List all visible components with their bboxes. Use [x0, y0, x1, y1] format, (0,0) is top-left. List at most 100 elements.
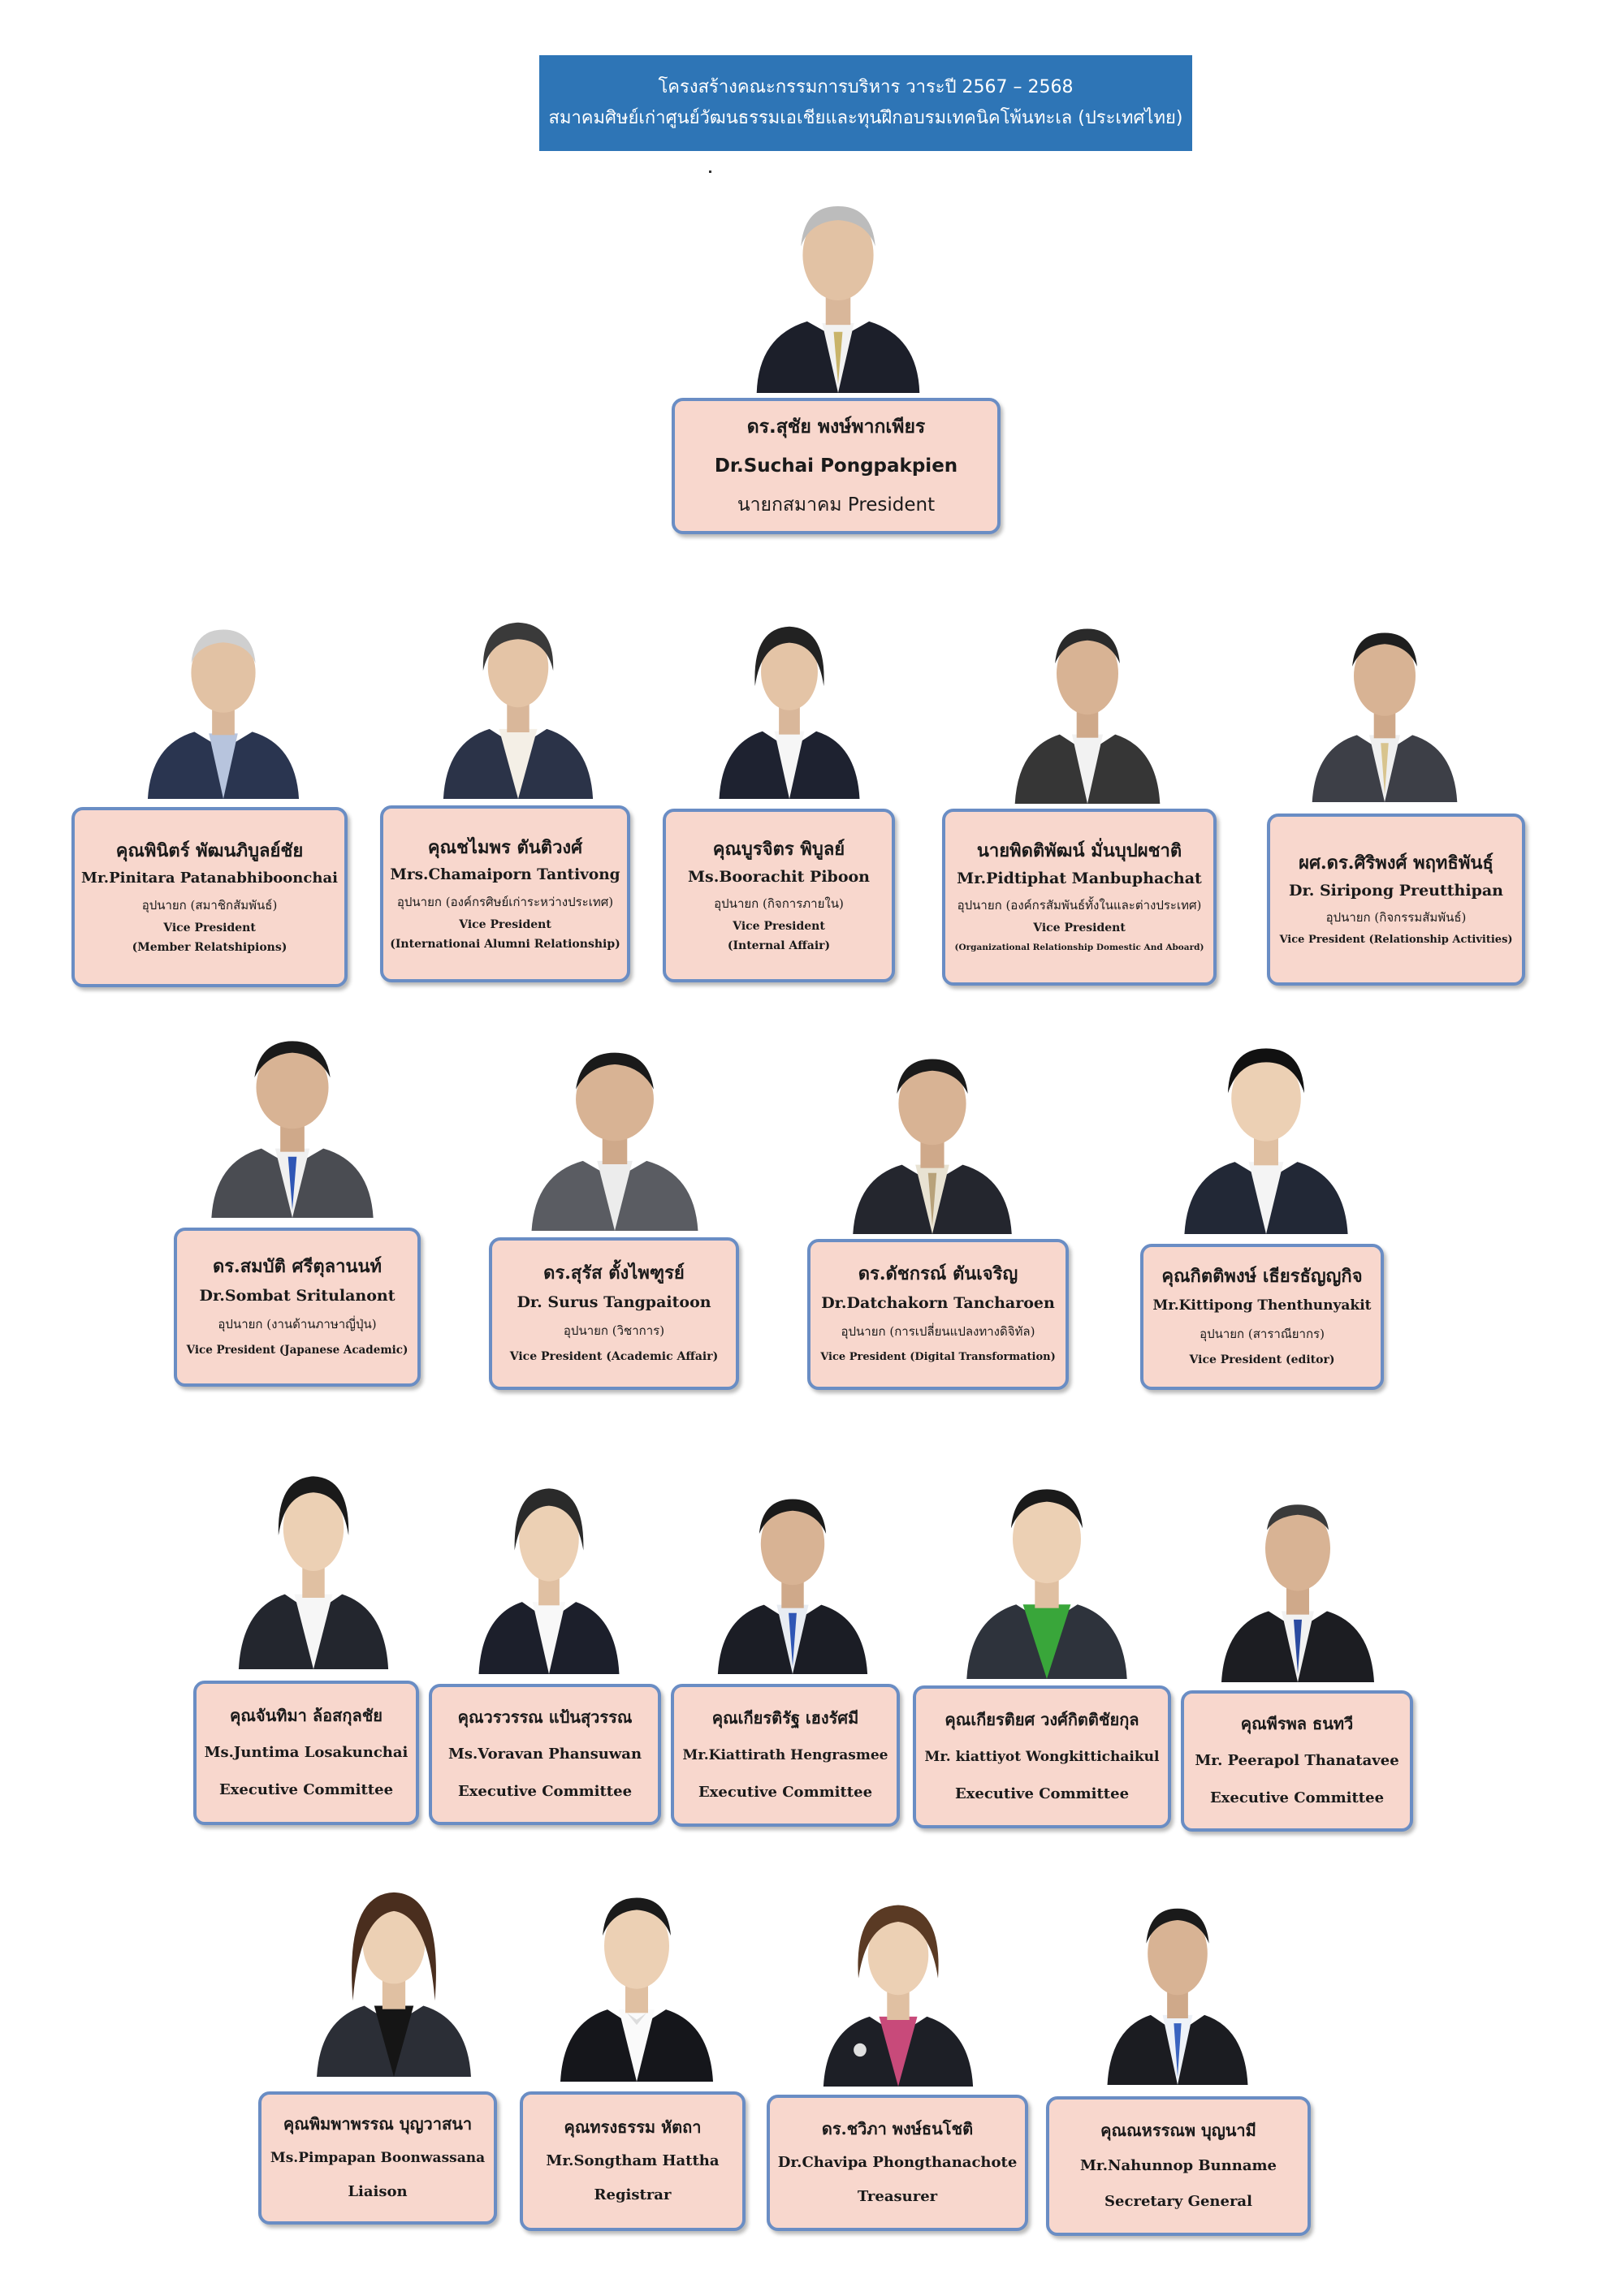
member-th-name: ผศ.ดร.ศิริพงศ์ พฤทธิพันธุ์ — [1299, 852, 1493, 874]
member-card: นายพิดติพัฒน์ มั่นบุปผชาติ Mr.Pidtiphat … — [942, 809, 1217, 986]
member-en-position: Vice President — [1033, 921, 1126, 934]
member-photo — [474, 1468, 624, 1674]
member-photo — [1308, 611, 1462, 802]
member-th-name: คุณเกียรติรัฐ เฮงรัศมี — [711, 1708, 859, 1728]
member-en-name: Mr. Peerapol Thanatavee — [1195, 1752, 1399, 1769]
member-photo — [312, 1874, 476, 2077]
member-photo — [962, 1466, 1132, 1679]
member-card: ดร.ชวิภา พงษ์ธนโชติ Dr.Chavipa Phongthan… — [767, 2095, 1028, 2231]
member-th-name: ดร.ดัชกรณ์ ตันเจริญ — [858, 1263, 1018, 1284]
member-th-name: ดร.สมบัติ ศรีตุลานนท์ — [212, 1256, 383, 1277]
member-th-name: คุณณหรรณพ บุญนามี — [1100, 2121, 1256, 2140]
member-th-name: คุณวรวรรณ แป้นสุวรรณ — [457, 1707, 633, 1727]
member-en-name: Mr.Pinitara Patanabhiboonchai — [81, 870, 338, 887]
title-banner: โครงสร้างคณะกรรมการบริหาร วาระปี 2567 – … — [539, 55, 1192, 151]
member-card: ดร.สมบัติ ศรีตุลานนท์ Dr.Sombat Sritulan… — [174, 1228, 421, 1387]
member-en-position: Registrar — [594, 2186, 672, 2203]
member-card: คุณทรงธรรม หัตถา Mr.Songtham Hattha Regi… — [520, 2091, 746, 2231]
member-en-name: Mr.Kiattirath Hengrasmee — [682, 1747, 888, 1763]
member-en-name: Dr. Surus Tangpaitoon — [517, 1293, 711, 1311]
member-th-name: คุณพีรพล ธนทวี — [1240, 1714, 1354, 1733]
member-en-position: Vice President — [733, 920, 825, 933]
member-en-position-detail: (Member Relatshipions) — [132, 941, 287, 954]
member-th-position: อุปนายก (สมาชิกสัมพันธ์) — [141, 898, 278, 913]
member-th-name: คุณบูรจิตร พิบูลย์ — [712, 839, 845, 860]
member-photo — [439, 599, 598, 799]
member-en-name: Mr.Pidtiphat Manbuphachat — [957, 870, 1202, 887]
member-th-name: คุณทรงธรรม หัตถา — [564, 2117, 702, 2137]
member-photo — [848, 1036, 1017, 1234]
member-card: คุณบูรจิตร พิบูลย์ Ms.Boorachit Piboon อ… — [663, 809, 895, 982]
member-photo — [206, 1020, 378, 1218]
member-th-name: คุณเกียรติยศ วงศ์กิตติชัยกุล — [945, 1710, 1139, 1729]
member-card: คุณจันทิมา ล้อสกุลชัย Ms.Juntima Losakun… — [193, 1681, 419, 1825]
member-en-position: Vice President (Japanese Academic) — [186, 1344, 408, 1357]
member-th-position: อุปนายก (งานด้านภาษาญี่ปุ่น) — [218, 1317, 377, 1331]
member-photo — [1179, 1028, 1353, 1234]
member-th-name: คุณจันทิมา ล้อสกุลชัย — [229, 1706, 383, 1725]
president-card: ดร.สุชัย พงษ์พากเพียร Dr.Suchai Pongpakp… — [672, 398, 1001, 534]
member-card: คุณพินิตร์ พัฒนภิบูลย์ชัย Mr.Pinitara Pa… — [71, 807, 348, 987]
stray-dot — [709, 170, 711, 173]
member-th-name: ดร.สุรัส ตั้งไพฑูรย์ — [543, 1262, 685, 1284]
member-th-position: อุปนายก (องค์กรศิษย์เก่าระหว่างประเทศ) — [396, 895, 614, 909]
member-en-name: Dr.Sombat Sritulanont — [199, 1287, 396, 1305]
member-en-position: Executive Committee — [954, 1785, 1130, 1802]
member-en-position-detail: (Organizational Relationship Domestic An… — [954, 943, 1204, 952]
member-en-position: Treasurer — [857, 2188, 938, 2205]
member-en-position: Vice President (editor) — [1189, 1353, 1335, 1366]
member-photo — [819, 1887, 978, 2087]
member-en-name: Dr.Chavipa Phongthanachote — [777, 2154, 1018, 2171]
banner-title: โครงสร้างคณะกรรมการบริหาร วาระปี 2567 – … — [658, 76, 1074, 97]
member-en-position: Vice President (Academic Affair) — [509, 1350, 719, 1363]
member-th-position: อุปนายก (วิชาการ) — [563, 1323, 665, 1338]
banner-organization: สมาคมศิษย์เก่าศูนย์วัฒนธรรมเอเชียและทุนฝ… — [548, 108, 1183, 128]
member-th-position: อุปนายก (กิจการภายใน) — [714, 896, 844, 911]
member-photo — [1103, 1885, 1252, 2085]
member-th-position: อุปนายก (องค์กรสัมพันธ์ทั้งในและต่างประเ… — [957, 898, 1202, 913]
member-en-name: Dr. Siripong Preutthipan — [1288, 882, 1503, 900]
member-photo — [1217, 1479, 1379, 1682]
member-th-name: ดร.สุชัย พงษ์พากเพียร — [746, 416, 926, 438]
member-en-name: Ms.Juntima Losakunchai — [204, 1744, 408, 1761]
member-th-name: นายพิดติพัฒน์ มั่นบุปผชาติ — [976, 840, 1182, 861]
member-card: ดร.สุรัส ตั้งไพฑูรย์ Dr. Surus Tangpaito… — [489, 1237, 739, 1390]
member-en-position: Vice President (Digital Transformation) — [820, 1351, 1056, 1363]
member-en-position: Vice President (Relationship Activities) — [1279, 934, 1513, 946]
member-en-name: Mr.Kittipong Thenthunyakit — [1152, 1297, 1372, 1314]
member-th-position: อุปนายก (สาราณียากร) — [1200, 1327, 1325, 1341]
member-card: ดร.ดัชกรณ์ ตันเจริญ Dr.Datchakorn Tancha… — [807, 1239, 1069, 1390]
member-card: คุณเกียรติรัฐ เฮงรัศมี Mr.Kiattirath Hen… — [671, 1684, 900, 1827]
member-photo — [1010, 606, 1165, 804]
member-card: คุณณหรรณพ บุญนามี Mr.Nahunnop Bunname Se… — [1046, 2096, 1311, 2236]
member-en-name: Mr.Nahunnop Bunname — [1080, 2157, 1277, 2174]
member-photo — [713, 1476, 872, 1674]
member-card: คุณเกียรติยศ วงศ์กิตติชัยกุล Mr. kiattiy… — [913, 1685, 1171, 1828]
member-card: คุณวรวรรณ แป้นสุวรรณ Ms.Voravan Phansuwa… — [429, 1684, 661, 1825]
member-en-name: Mr.Songtham Hattha — [546, 2152, 720, 2169]
member-en-position: Vice President — [459, 918, 551, 931]
member-en-position: Vice President — [163, 921, 256, 934]
member-en-name: Mr. kiattiyot Wongkittichaikul — [924, 1749, 1160, 1765]
member-en-position: Executive Committee — [1209, 1789, 1385, 1806]
member-en-name: Mrs.Chamaiporn Tantivong — [390, 866, 620, 883]
member-en-name: Dr.Suchai Pongpakpien — [714, 455, 958, 477]
member-en-position: Executive Committee — [698, 1784, 873, 1801]
member-card: คุณพิมพาพรรณ บุญวาสนา Ms.Pimpapan Boonwa… — [258, 2091, 497, 2225]
member-en-position: Executive Committee — [457, 1783, 633, 1800]
member-en-position: Executive Committee — [218, 1781, 394, 1798]
member-en-name: Ms.Pimpapan Boonwassana — [270, 2150, 486, 2166]
member-th-position: อุปนายก (การเปลี่ยนแปลงทางดิจิทัล) — [841, 1324, 1035, 1339]
member-photo — [526, 1031, 703, 1231]
member-th-name: ดร.ชวิภา พงษ์ธนโชติ — [821, 2119, 974, 2138]
member-card: คุณกิตติพงษ์ เธียรธัญญกิจ Mr.Kittipong T… — [1140, 1244, 1384, 1390]
member-card: ผศ.ดร.ศิริพงศ์ พฤทธิพันธุ์ Dr. Siripong … — [1267, 814, 1525, 986]
member-photo — [715, 606, 864, 799]
member-th-name: คุณพิมพาพรรณ บุญวาสนา — [283, 2114, 473, 2134]
member-th-position: อุปนายก (กิจกรรมสัมพันธ์) — [1325, 910, 1467, 925]
member-card: คุณพีรพล ธนทวี Mr. Peerapol Thanatavee E… — [1181, 1690, 1413, 1832]
member-en-name: Dr.Datchakorn Tancharoen — [821, 1294, 1055, 1312]
member-photo — [234, 1455, 393, 1669]
member-th-name: คุณชไมพร ตันติวงศ์ — [427, 837, 583, 858]
member-photo — [143, 607, 304, 799]
